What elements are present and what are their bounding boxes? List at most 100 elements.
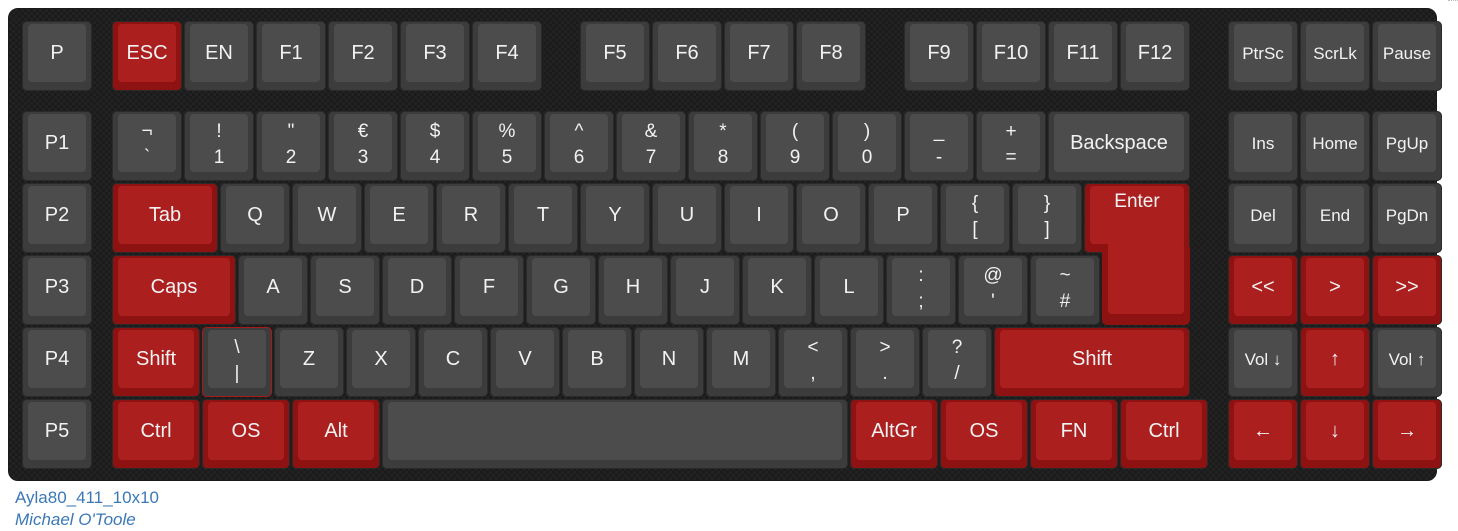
key-1[interactable]: !1 [184,111,254,181]
key-os[interactable]: OS [940,399,1028,469]
key-sym[interactable]: }] [1012,183,1082,253]
key-8[interactable]: *8 [688,111,758,181]
key-sym[interactable]: ¬` [112,111,182,181]
key-d[interactable]: D [382,255,452,325]
key-f10[interactable]: F10 [976,21,1046,91]
key-os[interactable]: OS [202,399,290,469]
key-u[interactable]: U [652,183,722,253]
key-en[interactable]: EN [184,21,254,91]
key-z[interactable]: Z [274,327,344,397]
key-q[interactable]: Q [220,183,290,253]
key-5[interactable]: %5 [472,111,542,181]
key-space[interactable] [382,399,848,469]
key-sym[interactable]: <, [778,327,848,397]
key-alt[interactable]: Alt [292,399,380,469]
key-ptrsc[interactable]: PtrSc [1228,21,1298,91]
key-p[interactable]: P [22,21,92,91]
key-h[interactable]: H [598,255,668,325]
key-p[interactable]: P [868,183,938,253]
key-vol[interactable]: Vol ↓ [1228,327,1298,397]
key-f4[interactable]: F4 [472,21,542,91]
key-i[interactable]: I [724,183,794,253]
key-4[interactable]: $4 [400,111,470,181]
key-sym[interactable]: ← [1228,399,1298,469]
key-del[interactable]: Del [1228,183,1298,253]
key-vol[interactable]: Vol ↑ [1372,327,1442,397]
key-sym[interactable]: {[ [940,183,1010,253]
key-j[interactable]: J [670,255,740,325]
key-c[interactable]: C [418,327,488,397]
layout-name-link[interactable]: Ayla80_411_10x10 [15,488,160,507]
key-s[interactable]: S [310,255,380,325]
key-home[interactable]: Home [1300,111,1370,181]
key-v[interactable]: V [490,327,560,397]
key-f5[interactable]: F5 [580,21,650,91]
key-fn[interactable]: FN [1030,399,1118,469]
key-altgr[interactable]: AltGr [850,399,938,469]
key-b[interactable]: B [562,327,632,397]
key-a[interactable]: A [238,255,308,325]
key-y[interactable]: Y [580,183,650,253]
key-f3[interactable]: F3 [400,21,470,91]
key-6[interactable]: ^6 [544,111,614,181]
key-p2[interactable]: P2 [22,183,92,253]
key-f12[interactable]: F12 [1120,21,1190,91]
key-p1[interactable]: P1 [22,111,92,181]
key-f6[interactable]: F6 [652,21,722,91]
key-esc[interactable]: ESC [112,21,182,91]
key-ctrl[interactable]: Ctrl [1120,399,1208,469]
key-n[interactable]: N [634,327,704,397]
key-f11[interactable]: F11 [1048,21,1118,91]
key-enter[interactable]: Enter [1084,183,1190,253]
key-f7[interactable]: F7 [724,21,794,91]
key-sym[interactable]: << [1228,255,1298,325]
key-scrlk[interactable]: ScrLk [1300,21,1370,91]
key-sym[interactable]: ~# [1030,255,1100,325]
key-pgdn[interactable]: PgDn [1372,183,1442,253]
key-p5[interactable]: P5 [22,399,92,469]
key-p4[interactable]: P4 [22,327,92,397]
key-l[interactable]: L [814,255,884,325]
key-sym[interactable]: _- [904,111,974,181]
author-link[interactable]: Michael O'Toole [15,510,136,529]
key-f8[interactable]: F8 [796,21,866,91]
key-backspace[interactable]: Backspace [1048,111,1190,181]
key-e[interactable]: E [364,183,434,253]
key-sym[interactable]: :; [886,255,956,325]
key-t[interactable]: T [508,183,578,253]
key-7[interactable]: &7 [616,111,686,181]
key-f2[interactable]: F2 [328,21,398,91]
key-p3[interactable]: P3 [22,255,92,325]
key-pause[interactable]: Pause [1372,21,1442,91]
key-sym[interactable]: \| [202,327,272,397]
key-0[interactable]: )0 [832,111,902,181]
key-k[interactable]: K [742,255,812,325]
key-2[interactable]: "2 [256,111,326,181]
key-sym[interactable]: ?/ [922,327,992,397]
key-3[interactable]: €3 [328,111,398,181]
key-sym[interactable]: >> [1372,255,1442,325]
key-ins[interactable]: Ins [1228,111,1298,181]
key-f9[interactable]: F9 [904,21,974,91]
key-f[interactable]: F [454,255,524,325]
key-f1[interactable]: F1 [256,21,326,91]
key-g[interactable]: G [526,255,596,325]
key-shift[interactable]: Shift [112,327,200,397]
key-pgup[interactable]: PgUp [1372,111,1442,181]
key-sym[interactable]: += [976,111,1046,181]
key-sym[interactable]: ↓ [1300,399,1370,469]
key-caps[interactable]: Caps [112,255,236,325]
key-ctrl[interactable]: Ctrl [112,399,200,469]
key-sym[interactable]: ↑ [1300,327,1370,397]
key-sym[interactable]: @' [958,255,1028,325]
key-x[interactable]: X [346,327,416,397]
key-r[interactable]: R [436,183,506,253]
key-end[interactable]: End [1300,183,1370,253]
key-w[interactable]: W [292,183,362,253]
key-o[interactable]: O [796,183,866,253]
key-shift[interactable]: Shift [994,327,1190,397]
key-sym[interactable]: > [1300,255,1370,325]
key-sym[interactable]: >. [850,327,920,397]
key-9[interactable]: (9 [760,111,830,181]
key-tab[interactable]: Tab [112,183,218,253]
